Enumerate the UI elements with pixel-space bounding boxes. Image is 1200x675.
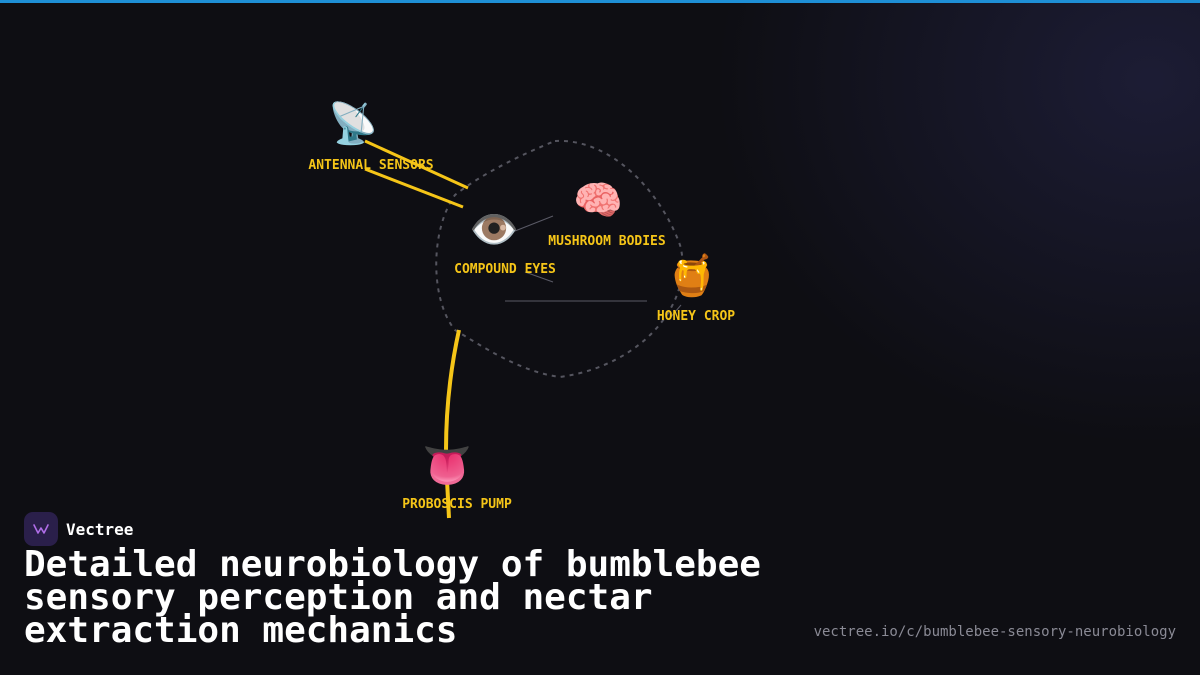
- honey-pot-icon: 🍯: [667, 253, 717, 299]
- vectree-logo-stroke: [33, 524, 49, 534]
- node-label-proboscis-pump: PROBOSCIS PUMP: [402, 497, 512, 512]
- tongue-icon: 👅: [422, 443, 472, 489]
- antennal-connection-lower: [364, 167, 464, 209]
- node-label-antennal-sensors: ANTENNAL SENSORS: [308, 158, 434, 173]
- satellite-antenna-icon: 📡: [328, 101, 378, 147]
- node-label-mushroom-bodies: MUSHROOM BODIES: [548, 234, 666, 249]
- page-title: Detailed neurobiology of bumblebee senso…: [24, 544, 761, 651]
- connector-eyes-lower: [524, 271, 554, 283]
- node-label-compound-eyes: COMPOUND EYES: [454, 262, 556, 277]
- node-label-honey-crop: HONEY CROP: [656, 309, 736, 324]
- connector-eyes-mushroom: [514, 215, 554, 232]
- brain-icon: 🧠: [573, 178, 623, 224]
- central-body-outline: [435, 139, 684, 379]
- eye-icon: 👁️: [469, 207, 519, 253]
- brand[interactable]: Vectree: [24, 512, 133, 546]
- page-url[interactable]: vectree.io/c/bumblebee-sensory-neurobiol…: [813, 624, 1176, 640]
- vectree-logo-icon: [24, 512, 58, 546]
- vectree-logo-mark: [33, 524, 49, 534]
- connector-honey: [669, 304, 682, 319]
- antennal-connection-upper: [364, 139, 469, 190]
- top-accent-bar: [0, 0, 1200, 3]
- proboscis-stem: [445, 479, 451, 519]
- proboscis-connection: [444, 329, 461, 451]
- brand-name: Vectree: [66, 519, 134, 539]
